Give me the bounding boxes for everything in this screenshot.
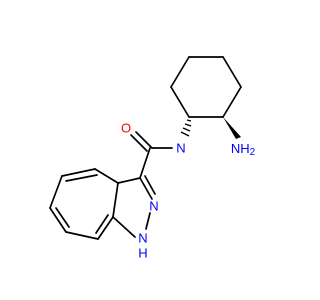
ring-nitrogen-2-label: N <box>149 199 158 214</box>
pyrazole-ring <box>112 175 156 238</box>
amine-nitrogen-label: NH2 <box>231 141 256 158</box>
ring-nh-hydrogen-label: H <box>138 246 147 261</box>
bond <box>139 177 153 200</box>
bond <box>97 216 114 240</box>
benzene-ring <box>49 168 119 240</box>
bond <box>145 212 151 230</box>
bond <box>65 174 98 182</box>
bond <box>222 86 242 118</box>
bond <box>144 175 156 195</box>
bond <box>55 207 70 228</box>
bond <box>95 214 109 234</box>
ring-nitrogen-1-label: N <box>138 231 147 246</box>
bond <box>135 131 153 149</box>
amine-subscript-2: 2 <box>250 147 256 158</box>
amine-nh-text: NH <box>231 141 250 156</box>
bond <box>65 231 99 240</box>
solid-wedge-bond <box>223 117 241 139</box>
bond <box>94 168 119 184</box>
bond <box>117 177 141 184</box>
hashed-wedge-bond <box>180 119 192 137</box>
bond <box>112 216 136 238</box>
bond <box>139 147 151 179</box>
bond <box>49 207 67 233</box>
bond <box>170 56 190 88</box>
bond <box>222 56 242 88</box>
bond <box>61 168 96 177</box>
amide-nitrogen-label: N <box>176 141 185 156</box>
cyclohexane-ring <box>170 56 242 118</box>
bond <box>49 175 63 209</box>
bond <box>130 134 148 152</box>
bond <box>112 182 119 218</box>
molecule-structure: O N NH2 N N H <box>49 56 256 261</box>
oxygen-label: O <box>121 121 131 136</box>
bond <box>170 86 190 118</box>
